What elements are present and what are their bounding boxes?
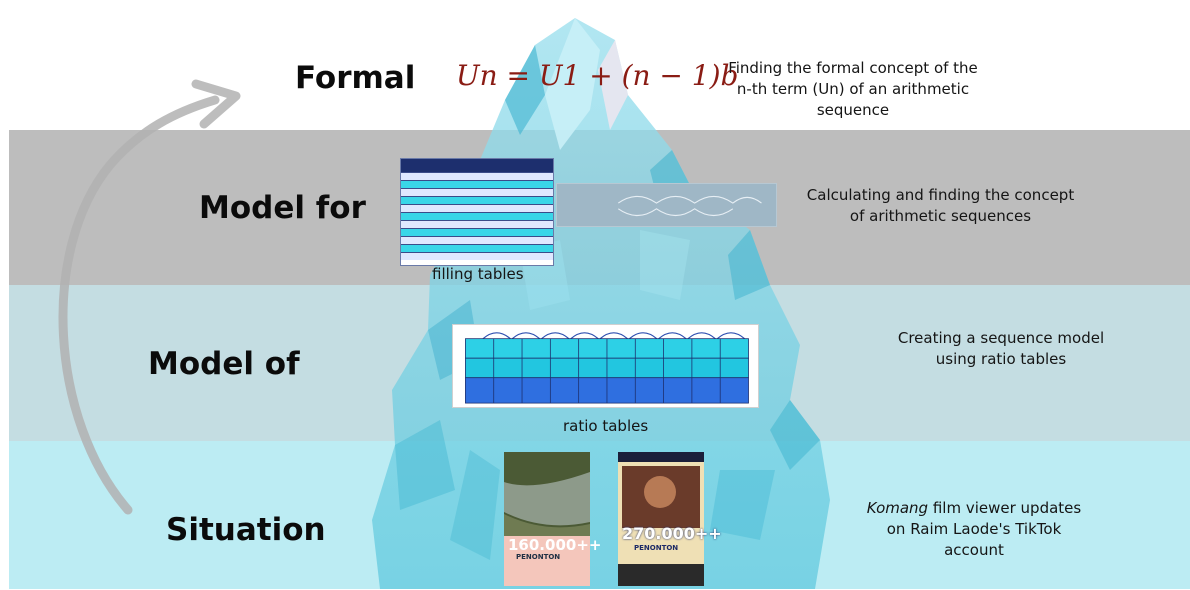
caption-filling-tables: filling tables bbox=[432, 265, 524, 283]
formula-nth-term: Un = U1 + (n − 1)b bbox=[456, 59, 739, 92]
table-row bbox=[401, 252, 553, 260]
description-model-of: Creating a sequence model using ratio ta… bbox=[897, 329, 1105, 368]
table-row bbox=[401, 228, 553, 236]
viewer-count-1: 160.000++ bbox=[508, 536, 602, 554]
table-row bbox=[401, 244, 553, 252]
ratio-table-image bbox=[452, 324, 759, 408]
filling-table-image bbox=[400, 158, 554, 266]
level-label-model-for: Model for bbox=[199, 190, 366, 226]
level-label-situation: Situation bbox=[166, 512, 326, 548]
table-row bbox=[401, 220, 553, 228]
screenshot-1-photo bbox=[504, 452, 590, 586]
level-label-model-of: Model of bbox=[148, 346, 300, 382]
table-row bbox=[401, 172, 553, 180]
description-situation: Komang film viewer updates on Raim Laode… bbox=[864, 498, 1084, 561]
table-row bbox=[401, 196, 553, 204]
table-row bbox=[401, 212, 553, 220]
description-situation-rest: film viewer updates on Raim Laode's TikT… bbox=[886, 499, 1082, 559]
viewer-count-2: 270.000++ bbox=[622, 524, 722, 543]
table-row bbox=[401, 204, 553, 212]
level-label-formal: Formal bbox=[295, 60, 416, 96]
tiktok-screenshot-1: 160.000++ PENONTON bbox=[504, 452, 601, 586]
description-formal: Finding the formal concept of the n-th t… bbox=[728, 59, 978, 119]
table-row bbox=[401, 188, 553, 196]
description-situation-italic: Komang bbox=[866, 499, 929, 517]
sequence-sketch-image bbox=[556, 183, 777, 227]
viewer-label-2: PENONTON bbox=[634, 544, 679, 552]
description-model-for: Calculating and finding the concept of a… bbox=[806, 186, 1075, 225]
screenshot-2-photo bbox=[618, 452, 704, 586]
table-row bbox=[401, 236, 553, 244]
viewer-label-1: PENONTON bbox=[516, 553, 561, 561]
caption-ratio-tables: ratio tables bbox=[563, 417, 649, 435]
table-row bbox=[401, 180, 553, 188]
tiktok-screenshot-2: 270.000++ PENONTON bbox=[618, 452, 722, 586]
filling-table-header bbox=[401, 159, 553, 172]
